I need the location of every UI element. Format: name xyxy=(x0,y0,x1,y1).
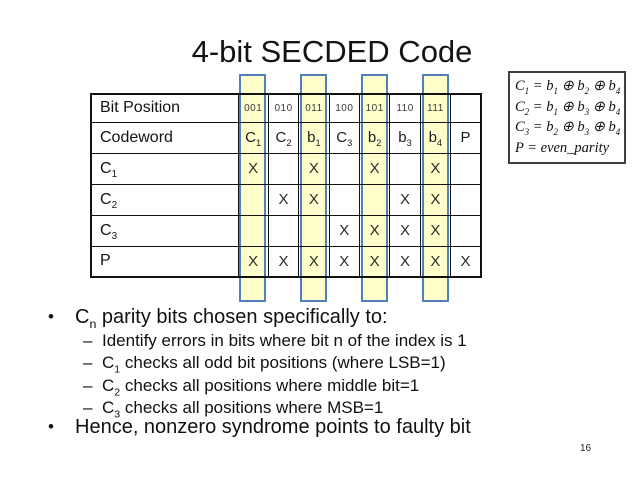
bit-position-cell: 100 xyxy=(328,93,361,123)
bullet-text: Hence, nonzero syndrome points to faulty… xyxy=(75,415,471,438)
check-cell: X xyxy=(358,214,391,247)
bullet-item: • Hence, nonzero syndrome points to fault… xyxy=(40,414,615,440)
check-cell xyxy=(237,214,269,247)
check-cell: X xyxy=(389,245,421,278)
check-cell: X xyxy=(267,245,300,278)
row-label: P xyxy=(90,245,239,278)
row-label: Bit Position xyxy=(90,93,239,123)
check-cell xyxy=(298,214,330,247)
check-cell: X xyxy=(450,245,482,278)
check-cell xyxy=(267,214,300,247)
check-cell xyxy=(328,183,361,216)
bullet-text: C3 checks all positions where MSB=1 xyxy=(102,398,384,421)
bit-position-cell: 001 xyxy=(237,93,269,123)
bullet-text: C1 checks all odd bit positions (where L… xyxy=(102,353,446,376)
codeword-cell: P xyxy=(450,121,482,154)
check-cell: X xyxy=(389,183,421,216)
formula-line: C2 = b1 ⊕ b3 ⊕ b4 xyxy=(515,98,621,117)
check-cell: X xyxy=(237,152,269,185)
dash-marker: – xyxy=(83,353,93,373)
codeword-cell: C2 xyxy=(267,121,300,154)
formula-box: C1 = b1 ⊕ b2 ⊕ b4 C2 = b1 ⊕ b3 ⊕ b4 C3 = b… xyxy=(508,71,626,164)
check-cell: X xyxy=(389,214,421,247)
page-title: 4-bit SECDED Code xyxy=(191,34,473,69)
codeword-cell: b3 xyxy=(389,121,421,154)
dash-marker: – xyxy=(83,398,93,418)
formula-line: C1 = b1 ⊕ b2 ⊕ b4 xyxy=(515,78,621,96)
dash-marker: – xyxy=(83,375,93,395)
codeword-cell: C3 xyxy=(328,121,361,154)
bullet-item: –C3 checks all positions where MSB=1 xyxy=(40,397,615,421)
row-label: C1 xyxy=(90,152,239,185)
bullet-item: –Identify errors in bits where bit n of … xyxy=(40,330,615,352)
check-cell: X xyxy=(267,183,300,216)
check-cell xyxy=(450,152,482,185)
bit-position-cell: 111 xyxy=(419,93,452,123)
check-cell xyxy=(267,152,300,185)
formula-line: C3 = b2 ⊕ b3 ⊕ b4 xyxy=(515,119,621,137)
check-cell: X xyxy=(419,152,452,185)
page-number: 16 xyxy=(580,443,592,454)
bit-position-cell xyxy=(450,93,482,123)
row-label: C2 xyxy=(90,183,239,216)
bit-position-cell: 011 xyxy=(298,93,330,123)
bit-position-cell: 110 xyxy=(389,93,421,123)
check-cell: X xyxy=(419,183,452,216)
check-cell: X xyxy=(419,214,452,247)
bullet-text: Identify errors in bits where bit n of t… xyxy=(102,331,467,350)
bullet-item: –C2 checks all positions where middle bi… xyxy=(40,375,615,399)
bullet-text: C2 checks all positions where middle bit… xyxy=(102,375,420,399)
codeword-cell: b2 xyxy=(358,121,391,154)
check-cell xyxy=(450,183,482,216)
check-cell: X xyxy=(419,245,452,278)
check-cell: X xyxy=(298,152,330,185)
codeword-cell: C1 xyxy=(237,121,269,154)
bullet-marker: • xyxy=(48,307,54,326)
check-cell: X xyxy=(328,214,361,247)
check-cell: X xyxy=(328,245,361,278)
bit-position-cell: 010 xyxy=(267,93,300,123)
check-cell: X xyxy=(358,245,391,278)
check-cell: X xyxy=(298,183,330,216)
check-cell xyxy=(237,183,269,216)
codeword-cell: b1 xyxy=(298,121,330,154)
bullet-item: –C1 checks all odd bit positions (where … xyxy=(40,352,615,376)
codeword-cell: b4 xyxy=(419,121,452,154)
dash-marker: – xyxy=(83,331,93,350)
formula-line: P = even_parity xyxy=(515,139,610,156)
row-label: C3 xyxy=(90,214,239,247)
bullet-item: • Cn parity bits chosen specifically to: xyxy=(40,304,615,330)
check-cell: X xyxy=(237,245,269,278)
check-cell: X xyxy=(358,152,391,185)
check-cell: X xyxy=(298,245,330,278)
check-cell xyxy=(328,152,361,185)
bit-position-cell: 101 xyxy=(358,93,391,123)
check-cell xyxy=(389,152,421,185)
check-cell xyxy=(358,183,391,216)
check-cell xyxy=(450,214,482,247)
bullet-list: •Cn parity bits chosen specifically to:–… xyxy=(40,304,615,440)
bullet-text: Cn parity bits chosen specifically to: xyxy=(75,306,388,331)
row-label: Codeword xyxy=(90,121,239,154)
bullet-marker: • xyxy=(48,416,54,436)
